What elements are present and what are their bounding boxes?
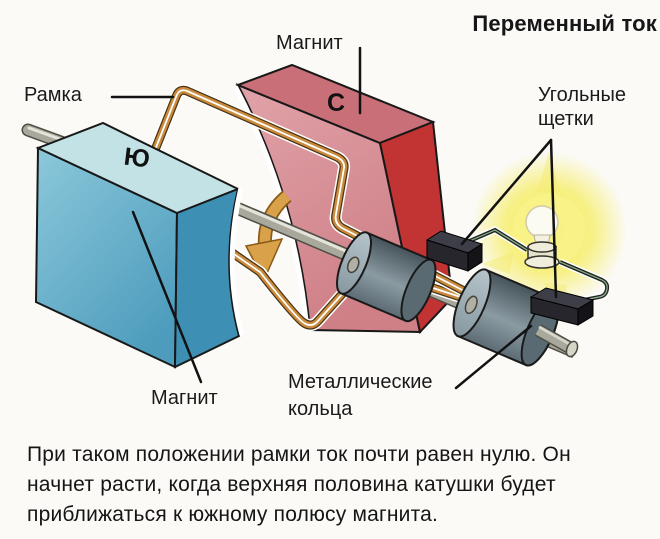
- label-frame: Рамка: [24, 84, 82, 106]
- caption-line-3: приближаться к южному полюсу магнита.: [27, 503, 439, 526]
- shaft-end: [534, 324, 579, 358]
- leader-lines: [110, 46, 558, 390]
- label-brushes-line1: Угольные: [538, 84, 626, 106]
- light-bulb: [524, 205, 560, 269]
- caption-line-2: начнет расти, когда верхняя половина кат…: [27, 473, 556, 496]
- page-title: Переменный ток: [472, 11, 657, 36]
- label-brushes: Угольные щетки: [538, 83, 626, 131]
- leader-magnet-bottom: [131, 210, 203, 384]
- leader-rings: [454, 324, 533, 390]
- pole-south-label: Ю: [122, 142, 152, 174]
- label-magnet-top: Магнит: [276, 32, 343, 54]
- carbon-brush-2: [529, 287, 595, 326]
- slip-ring-1: [336, 231, 437, 323]
- leader-brush-1: [460, 138, 553, 246]
- label-brushes-line2: щетки: [538, 108, 594, 130]
- carbon-brush-1: [425, 230, 484, 272]
- label-magnet-bottom: Магнит: [151, 387, 218, 409]
- magnet-south: [34, 121, 245, 369]
- caption-line-1: При таком положении рамки ток почти раве…: [27, 443, 571, 466]
- label-rings-line1: Металлические: [288, 371, 433, 393]
- label-rings-line2: кольца: [288, 398, 353, 420]
- pole-north-label: С: [327, 89, 346, 117]
- label-rings: Металлические кольца: [288, 369, 433, 423]
- leader-brush-2: [549, 138, 558, 299]
